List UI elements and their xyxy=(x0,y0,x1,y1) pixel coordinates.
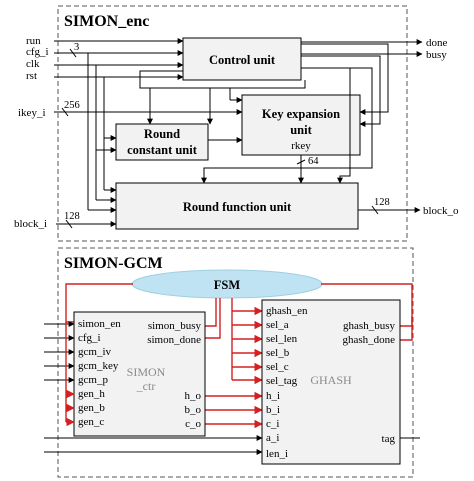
run-input-label: run xyxy=(26,35,41,47)
clk-input-label: clk xyxy=(26,58,40,70)
key-expansion-block xyxy=(241,94,361,156)
round-constant-label-2: constant unit xyxy=(127,143,198,157)
block-out-bus-width: 128 xyxy=(374,197,390,208)
ghash-out-busy: ghash_busy xyxy=(343,320,395,332)
round-function-label: Round function unit xyxy=(183,200,292,214)
simon-ctr-in-3: gcm_key xyxy=(78,360,119,372)
simon-ctr-in-6: gen_b xyxy=(78,402,105,414)
simon-ctr-out-c: c_o xyxy=(185,418,201,430)
simon-ctr-out-b: b_o xyxy=(185,404,202,416)
cfg-bus-width: 3 xyxy=(74,42,79,53)
rst-input-label: rst xyxy=(26,70,37,82)
ghash-in-7: b_i xyxy=(266,404,280,416)
simon-ctr-in-4: gcm_p xyxy=(78,374,108,386)
simon-ctr-block xyxy=(73,311,206,437)
ghash-in-4: sel_c xyxy=(266,361,289,373)
ghash-name: GHASH xyxy=(310,373,352,387)
block-in-bus-width: 128 xyxy=(64,211,80,222)
ghash-out-tag: tag xyxy=(382,433,396,445)
ghash-in-9: a_i xyxy=(266,432,279,444)
ghash-in-1: sel_a xyxy=(266,319,289,331)
simon-ctr-name-2: _ctr xyxy=(136,379,156,393)
round-constant-label-1: Round xyxy=(144,127,180,141)
ikey-bus-width: 256 xyxy=(64,100,80,111)
fsm-label: FSM xyxy=(214,278,241,292)
ikey-input-label: ikey_i xyxy=(18,107,46,119)
ghash-inputs: ghash_en sel_a sel_len sel_b sel_c sel_t… xyxy=(266,305,308,460)
simon-enc-frame xyxy=(57,5,408,242)
simon-gcm-frame xyxy=(57,247,414,478)
simon-enc-title: SIMON_enc xyxy=(64,13,149,30)
key-expansion-label-1: Key expansion xyxy=(262,107,340,121)
simon-ctr-out-h: h_o xyxy=(185,390,202,402)
simon-ctr-out-done: simon_done xyxy=(147,334,201,346)
block-output-label: block_o xyxy=(423,205,459,217)
simon-ctr-in-5: gen_h xyxy=(78,388,105,400)
control-unit-label: Control unit xyxy=(209,53,276,67)
simon-ctr-in-2: gcm_iv xyxy=(78,346,111,358)
cfg-input-label: cfg_i xyxy=(26,46,49,58)
ghash-in-3: sel_b xyxy=(266,347,290,359)
ghash-block xyxy=(261,299,401,465)
done-output-label: done xyxy=(426,37,448,49)
simon-ctr-in-7: gen_c xyxy=(78,416,104,428)
key-expansion-label-2: unit xyxy=(290,123,312,137)
simon-ctr-name-1: SIMON xyxy=(127,365,166,379)
ghash-in-0: ghash_en xyxy=(266,305,308,317)
block-input-label: block_i xyxy=(14,218,47,230)
ghash-in-2: sel_len xyxy=(266,333,298,345)
rkey-bus-width: 64 xyxy=(308,156,319,167)
ghash-in-6: h_i xyxy=(266,390,280,402)
simon-ctr-in-0: simon_en xyxy=(78,318,121,330)
simon-ctr-inputs: simon_en cfg_i gcm_iv gcm_key gcm_p gen_… xyxy=(78,318,121,428)
ghash-in-5: sel_tag xyxy=(266,375,298,387)
ghash-in-10: len_i xyxy=(266,448,288,460)
ghash-in-8: c_i xyxy=(266,418,279,430)
round-constant-block xyxy=(115,123,209,161)
simon-gcm-title: SIMON-GCM xyxy=(64,255,163,272)
busy-output-label: busy xyxy=(426,49,447,61)
round-function-block xyxy=(115,182,359,230)
simon-ctr-in-1: cfg_i xyxy=(78,332,101,344)
ghash-out-done: ghash_done xyxy=(342,334,395,346)
rkey-label: rkey xyxy=(291,140,311,152)
control-unit-block xyxy=(182,37,302,81)
simon-ctr-out-busy: simon_busy xyxy=(148,320,202,332)
